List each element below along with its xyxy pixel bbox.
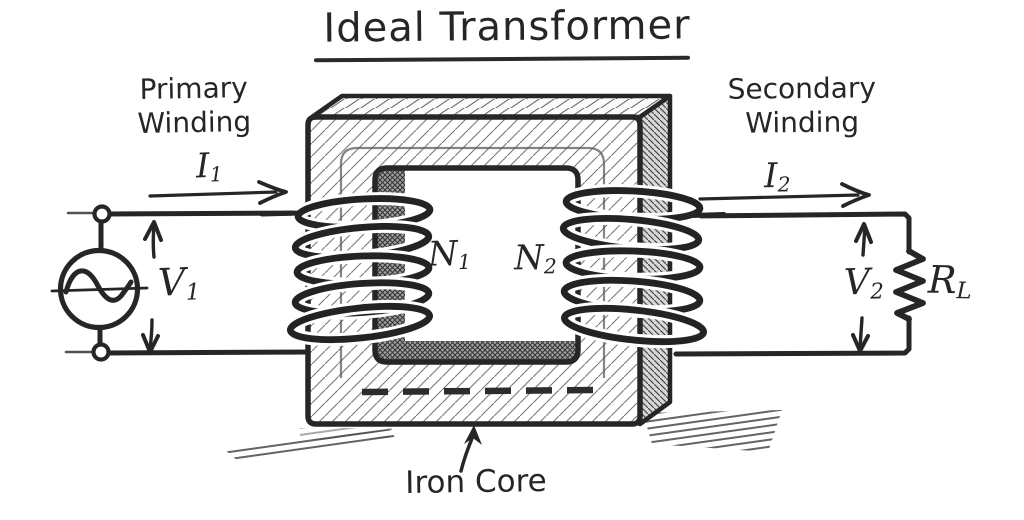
turns-n2-label: N2: [513, 237, 558, 279]
primary-circuit-wires: [64, 204, 319, 362]
sine-wave-icon: [63, 268, 134, 303]
primary-winding-label: Primary Winding: [137, 71, 252, 141]
voltage-v1-label: V1: [157, 259, 201, 306]
primary-coil: [283, 192, 437, 347]
diagram-title: Ideal Transformer: [323, 2, 691, 52]
resistor-symbol: [893, 248, 926, 322]
iron-core-label: Iron Core: [405, 463, 547, 501]
core-window-outline: [372, 165, 581, 365]
ground-shadow-hatching: [224, 410, 782, 463]
terminal-node-top: [92, 204, 112, 224]
ac-source-symbol: [50, 247, 149, 331]
iron-core-drawing: [305, 93, 673, 427]
current-direction-arrows: [148, 180, 871, 208]
core-inner-floor: [375, 341, 608, 362]
arrowhead-icon: [464, 425, 482, 445]
core-top-face: [309, 93, 673, 120]
load-resistor-label: RL: [927, 257, 972, 305]
wire-coil-junctions: [259, 210, 727, 218]
i1-arrowhead-icon: [257, 180, 288, 205]
v1-measure-arrows: [141, 220, 163, 354]
i2-arrow: [698, 193, 860, 201]
secondary-circuit-wires: [673, 211, 926, 357]
secondary-coil: [556, 184, 711, 349]
core-inset-sketch-line: [339, 146, 606, 378]
current-i2-label: I2: [763, 155, 791, 197]
i1-arrow: [148, 190, 278, 198]
terminal-node-bottom: [91, 342, 111, 362]
turns-n1-label: N1: [427, 233, 472, 275]
i2-arrowhead-icon: [840, 182, 871, 208]
iron-core-pointer-arrow: [459, 425, 482, 473]
secondary-winding-label: Secondary Winding: [727, 71, 877, 140]
voltage-v2-label: V2: [843, 261, 885, 305]
current-i1-label: I1: [195, 146, 224, 187]
v2-measure-arrows: [851, 222, 873, 353]
